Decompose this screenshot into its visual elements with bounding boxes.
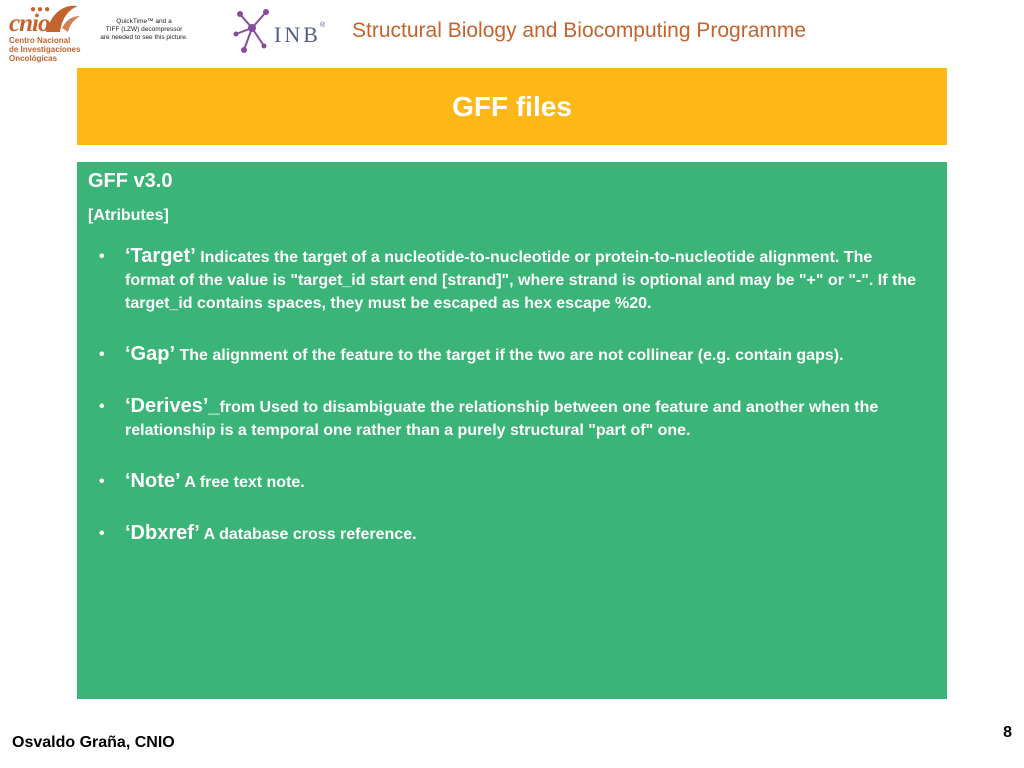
cnio-logo-subtitle: Centro Nacional de Investigaciones Oncol… xyxy=(9,36,89,63)
attribute-item-target: • ‘Target’ Indicates the target of a nuc… xyxy=(88,245,917,315)
attribute-term: ‘Derives’_ xyxy=(125,395,220,417)
bullet-icon: • xyxy=(99,346,105,363)
section-subheading: [Atributes] xyxy=(88,207,169,224)
attribute-item-gap: • ‘Gap’ The alignment of the feature to … xyxy=(88,343,917,367)
cnio-logo-line: Centro Nacional xyxy=(9,36,71,45)
attribute-description: Indicates the target of a nucleotide-to-… xyxy=(125,249,916,312)
cnio-logo-line: Oncológicas xyxy=(9,54,58,63)
attribute-term: ‘Note’ xyxy=(125,470,181,492)
attribute-description: from Used to disambiguate the relationsh… xyxy=(125,399,879,439)
slide-title-bar: GFF files xyxy=(77,68,947,145)
quicktime-line: are needed to see this picture. xyxy=(100,34,188,41)
quicktime-placeholder: QuickTime™ and a TIFF (LZW) decompressor… xyxy=(92,18,196,42)
slide-title: GFF files xyxy=(452,90,572,122)
inb-registered-mark: ® xyxy=(320,22,326,29)
quicktime-line: QuickTime™ and a xyxy=(116,18,172,25)
attribute-description: A free text note. xyxy=(180,474,305,491)
bullet-icon: • xyxy=(99,398,105,415)
inb-molecule-icon xyxy=(233,9,269,53)
attribute-item-derives-from: • ‘Derives’_from Used to disambiguate th… xyxy=(88,395,917,442)
section-heading: GFF v3.0 xyxy=(88,170,173,192)
page-number: 8 xyxy=(1003,724,1012,741)
author-credit: Osvaldo Graña, CNIO xyxy=(12,734,175,751)
attribute-description: The alignment of the feature to the targ… xyxy=(175,347,844,364)
quicktime-line: TIFF (LZW) decompressor xyxy=(105,26,183,33)
bullet-icon: • xyxy=(99,248,105,265)
attribute-item-dbxref: • ‘Dbxref’ A database cross reference. xyxy=(88,522,917,546)
inb-logo-text: INB xyxy=(274,22,321,47)
attribute-list: • ‘Target’ Indicates the target of a nuc… xyxy=(88,245,917,546)
cnio-logo: ●●● cnio Centro Nacional de Investigacio… xyxy=(6,2,81,66)
content-panel: GFF v3.0 [Atributes] • ‘Target’ Indicate… xyxy=(77,162,947,699)
cnio-logo-line: de Investigaciones xyxy=(9,45,81,54)
attribute-term: ‘Target’ xyxy=(125,245,196,267)
cnio-logo-word: cnio xyxy=(9,10,50,37)
attribute-term: ‘Gap’ xyxy=(125,343,176,365)
attribute-item-note: • ‘Note’ A free text note. xyxy=(88,470,917,494)
program-title: Structural Biology and Biocomputing Prog… xyxy=(352,19,807,42)
attribute-term: ‘Dbxref’ xyxy=(125,522,200,544)
attribute-description: A database cross reference. xyxy=(199,526,417,543)
bullet-icon: • xyxy=(99,473,105,490)
cnio-dots-icon: ●●● xyxy=(30,4,52,15)
cnio-swoosh-icon xyxy=(46,5,80,32)
bullet-icon: • xyxy=(99,525,105,542)
